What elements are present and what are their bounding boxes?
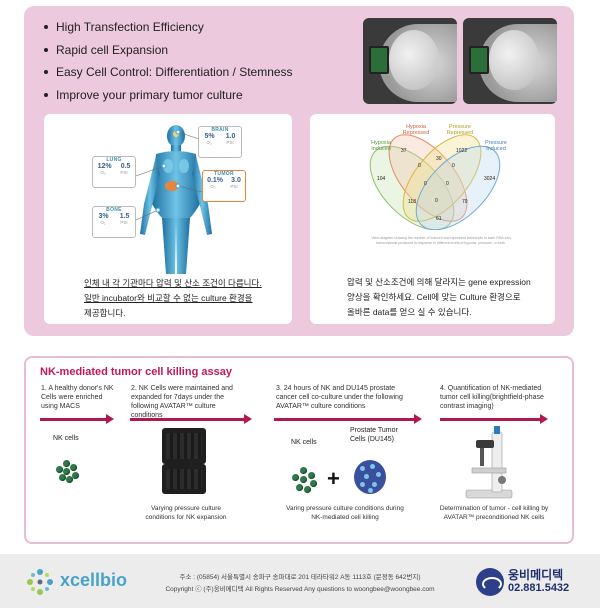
venn-count: 3024 [484,176,496,182]
stat-label: TUMOR [214,171,234,177]
stat-o2-unit: O₂ [206,140,212,145]
caption-line: 압력 및 산소조건에 의해 달라지는 gene expression [347,277,531,287]
tumor-cell-cluster [354,460,386,494]
stat-psi-unit: PSI [120,170,128,175]
step-4-text: 4. Quantification of NK-mediated tumor c… [440,385,544,410]
step-1-text: 1. A healthy donor's NK Cells were enric… [41,385,114,410]
microscope-illustration [465,426,513,499]
nk-cells-label: NK cells [53,435,79,442]
feature-list: High Transfection Efficiency Rapid cell … [42,18,342,108]
brain-stat-box: BRAIN 5% 1.0 O₂ PSI [198,126,242,158]
stat-o2-unit: O₂ [100,170,106,175]
nk-cell-cluster [56,458,82,484]
lung-stat-box: LUNG 12% 0.5 O₂ PSI [92,156,136,188]
stat-o2-unit: O₂ [210,184,216,189]
stat-psi: 1.5 [119,213,130,220]
bone-stat-box: BONE 3% 1.5 O₂ PSI [92,206,136,238]
avatar-device-photo [363,18,457,104]
venn-count: 0 [418,163,421,169]
tumor-stat-box: TUMOR 0.1% 3.0 O₂ PSI [202,170,246,202]
stat-o2: 5% [204,133,215,140]
stat-label: BRAIN [211,127,229,133]
avatar-device-photo [463,18,557,104]
step-arrow [130,418,244,421]
avatar-box-device [162,428,206,464]
step-arrow [40,418,106,421]
body-map-caption: 인체 내 각 기관마다 압력 및 산소 조건이 다릅니다. 일반 incubat… [84,276,284,321]
step-arrow [440,418,540,421]
stat-label: LUNG [106,157,122,163]
venn-count: 1022 [456,148,468,154]
venn-count: 30 [436,156,442,162]
caption-nk-killing: Varing pressure culture conditions durin… [286,505,404,521]
venn-count: 37 [401,148,407,154]
nk-assay-title: NK-mediated tumor cell killing assay [40,366,232,378]
caption-line: 양상을 확인하세요. Cell에 맞는 Culture 환경으로 [347,292,521,302]
stat-psi-unit: PSI [230,184,238,189]
stat-o2: 0.1% [207,177,224,184]
plus-icon: + [327,466,340,491]
caption-line: 인체 내 각 기관마다 압력 및 산소 조건이 다릅니다. [84,278,262,288]
stat-psi: 1.0 [225,133,236,140]
feature-item: Easy Cell Control: Differentiation / Ste… [42,63,342,86]
caption-nk-expansion: Varying pressure culture conditions for … [145,505,227,521]
stat-psi: 3.0 [231,177,241,184]
xcellbio-logo-icon [27,569,53,595]
stat-o2: 3% [98,213,109,220]
venn-label-pressure-repressed: Pressure Repressed [446,124,474,136]
step-arrow-head [540,414,548,424]
caption-line: 올바른 data를 얻으 실 수 있습니다. [347,307,472,317]
stat-o2: 12% [97,163,112,170]
venn-label-hypoxia-induced: Hypoxia Induced [371,140,391,152]
woongbee-brand: 웅비메디텍 [508,568,564,582]
footer-address: 주소 : (05854) 서울특별시 송파구 송파대로 201 테라타워2 A동… [179,574,421,581]
prostate-tumor-label: Prostate Tumor Cells (DU145) [350,427,398,443]
venn-count: 0 [424,181,427,187]
step-arrow [274,418,414,421]
step-arrow-head [244,414,252,424]
venn-count: 0 [435,198,438,204]
feature-item: Rapid cell Expansion [42,41,342,64]
venn-count: 118 [408,199,416,205]
feature-item: High Transfection Efficiency [42,18,342,41]
venn-card [310,114,555,324]
caption-determination: Determination of tumor - cell killing by… [439,505,549,521]
stat-psi-unit: PSI [120,220,128,225]
step-3-text: 3. 24 hours of NK and DU145 prostate can… [276,385,403,410]
footer-address-block: 주소 : (05854) 서울특별시 송파구 송파대로 201 테라타워2 A동… [150,572,450,596]
venn-label-hypoxia-repressed: Hypoxia Repressed [402,124,430,136]
venn-count: 0 [446,181,449,187]
xcellbio-logo-text: xcellbio [60,570,128,590]
venn-count: 0 [452,163,455,169]
nk-cell-cluster [292,464,322,494]
venn-note: Venn diagram showing the number of induc… [371,236,511,245]
avatar-box-device [162,464,206,494]
venn-diagram [369,134,501,230]
caption-line: 일반 incubator와 비교할 수 없는 culture 환경을 [84,293,253,303]
venn-count: 61 [436,216,442,222]
stat-label: BONE [106,207,122,213]
venn-count: 79 [462,199,468,205]
woongbee-logo-icon [476,568,504,596]
caption-line: 제공합니다. [84,308,126,318]
stat-psi: 0.5 [120,163,131,170]
stat-o2-unit: O₂ [100,220,106,225]
contact-phone: 02.881.5432 [508,582,570,594]
venn-count: 104 [377,176,386,182]
venn-caption: 압력 및 산소조건에 의해 달라지는 gene expression 양상을 확… [347,275,547,320]
venn-label-pressure-induced: Pressure Induced [484,140,507,152]
footer-copyright: Copyright ⓒ (주)웅비메디텍 All Rights Reserved… [165,586,435,593]
step-2-text: 2. NK Cells were maintained and expanded… [131,385,233,419]
human-body-illustration [135,125,212,274]
feature-item: Improve your primary tumor culture [42,86,342,109]
step-arrow-head [414,414,422,424]
step-arrow-head [106,414,114,424]
nk-cells-label-2: NK cells [291,439,317,446]
stat-psi-unit: PSI [226,140,234,145]
